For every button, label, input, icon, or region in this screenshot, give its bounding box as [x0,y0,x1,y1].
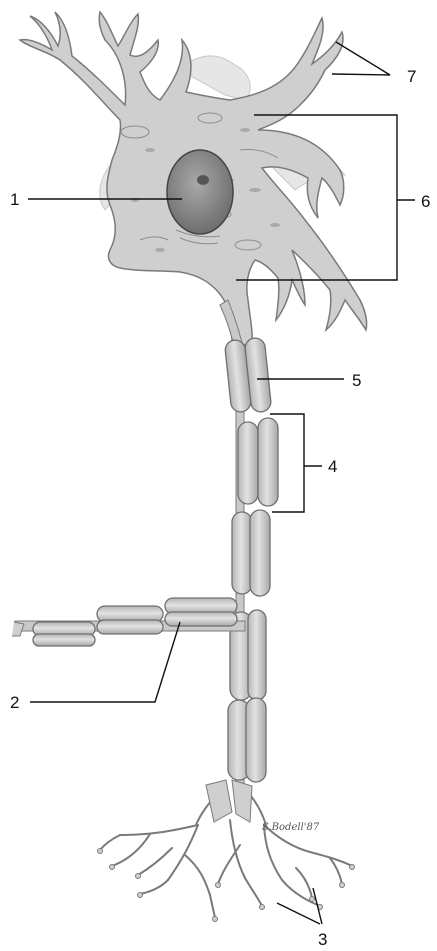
label-5: 5 [352,371,361,390]
leader-line-7b [332,74,390,75]
label-2: 2 [10,693,19,712]
label-1: 1 [10,190,19,209]
label-3: 3 [318,930,327,949]
label-4: 4 [328,457,337,476]
axon-collateral [12,598,245,646]
artist-signature: S.Bodell'87 [262,822,320,833]
label-6: 6 [421,192,430,211]
nucleus [167,150,233,234]
leader-line-3a [277,903,320,924]
myelin-sheath-segments [224,337,278,782]
label-7: 7 [407,67,416,86]
leader-line-7a [336,42,390,75]
